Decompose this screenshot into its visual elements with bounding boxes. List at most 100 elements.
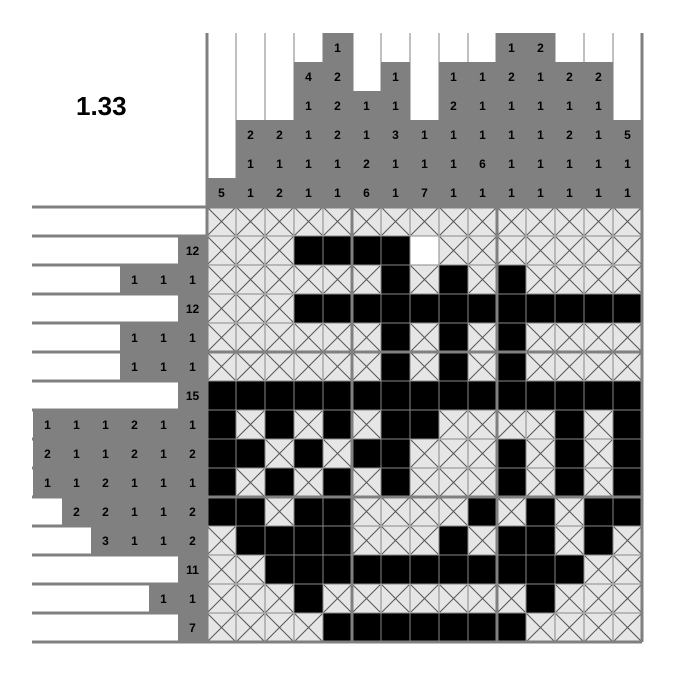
filled-cell[interactable] xyxy=(236,439,265,468)
filled-cell[interactable] xyxy=(265,555,294,584)
filled-cell[interactable] xyxy=(555,410,584,439)
filled-cell[interactable] xyxy=(497,352,526,381)
filled-cell[interactable] xyxy=(526,584,555,613)
filled-cell[interactable] xyxy=(497,555,526,584)
filled-cell[interactable] xyxy=(497,294,526,323)
filled-cell[interactable] xyxy=(294,294,323,323)
filled-cell[interactable] xyxy=(410,555,439,584)
filled-cell[interactable] xyxy=(236,526,265,555)
filled-cell[interactable] xyxy=(410,294,439,323)
filled-cell[interactable] xyxy=(468,555,497,584)
filled-cell[interactable] xyxy=(439,381,468,410)
filled-cell[interactable] xyxy=(381,265,410,294)
filled-cell[interactable] xyxy=(613,468,642,497)
filled-cell[interactable] xyxy=(439,555,468,584)
filled-cell[interactable] xyxy=(352,439,381,468)
filled-cell[interactable] xyxy=(439,265,468,294)
filled-cell[interactable] xyxy=(497,323,526,352)
filled-cell[interactable] xyxy=(236,497,265,526)
filled-cell[interactable] xyxy=(294,236,323,265)
filled-cell[interactable] xyxy=(236,381,265,410)
filled-cell[interactable] xyxy=(613,410,642,439)
filled-cell[interactable] xyxy=(323,555,352,584)
filled-cell[interactable] xyxy=(439,352,468,381)
filled-cell[interactable] xyxy=(294,381,323,410)
filled-cell[interactable] xyxy=(323,468,352,497)
filled-cell[interactable] xyxy=(468,613,497,642)
filled-cell[interactable] xyxy=(613,381,642,410)
filled-cell[interactable] xyxy=(381,613,410,642)
filled-cell[interactable] xyxy=(526,381,555,410)
filled-cell[interactable] xyxy=(468,294,497,323)
filled-cell[interactable] xyxy=(294,555,323,584)
filled-cell[interactable] xyxy=(555,555,584,584)
filled-cell[interactable] xyxy=(555,439,584,468)
filled-cell[interactable] xyxy=(526,497,555,526)
filled-cell[interactable] xyxy=(439,323,468,352)
filled-cell[interactable] xyxy=(294,497,323,526)
filled-cell[interactable] xyxy=(555,468,584,497)
filled-cell[interactable] xyxy=(526,526,555,555)
filled-cell[interactable] xyxy=(381,439,410,468)
filled-cell[interactable] xyxy=(526,294,555,323)
filled-cell[interactable] xyxy=(207,439,236,468)
filled-cell[interactable] xyxy=(584,294,613,323)
filled-cell[interactable] xyxy=(323,294,352,323)
filled-cell[interactable] xyxy=(613,439,642,468)
puzzle-grid[interactable] xyxy=(207,207,642,642)
filled-cell[interactable] xyxy=(294,584,323,613)
filled-cell[interactable] xyxy=(381,323,410,352)
filled-cell[interactable] xyxy=(323,526,352,555)
filled-cell[interactable] xyxy=(381,468,410,497)
filled-cell[interactable] xyxy=(265,381,294,410)
filled-cell[interactable] xyxy=(468,381,497,410)
filled-cell[interactable] xyxy=(613,497,642,526)
filled-cell[interactable] xyxy=(439,613,468,642)
filled-cell[interactable] xyxy=(381,381,410,410)
filled-cell[interactable] xyxy=(265,468,294,497)
filled-cell[interactable] xyxy=(381,236,410,265)
filled-cell[interactable] xyxy=(352,294,381,323)
filled-cell[interactable] xyxy=(497,526,526,555)
filled-cell[interactable] xyxy=(207,468,236,497)
filled-cell[interactable] xyxy=(584,526,613,555)
filled-cell[interactable] xyxy=(265,526,294,555)
empty-cell[interactable] xyxy=(410,236,439,265)
filled-cell[interactable] xyxy=(381,352,410,381)
filled-cell[interactable] xyxy=(526,555,555,584)
filled-cell[interactable] xyxy=(294,439,323,468)
filled-cell[interactable] xyxy=(439,526,468,555)
filled-cell[interactable] xyxy=(323,410,352,439)
filled-cell[interactable] xyxy=(410,410,439,439)
filled-cell[interactable] xyxy=(352,381,381,410)
filled-cell[interactable] xyxy=(323,236,352,265)
filled-cell[interactable] xyxy=(497,265,526,294)
filled-cell[interactable] xyxy=(207,381,236,410)
filled-cell[interactable] xyxy=(613,294,642,323)
filled-cell[interactable] xyxy=(207,497,236,526)
filled-cell[interactable] xyxy=(352,555,381,584)
filled-cell[interactable] xyxy=(410,613,439,642)
filled-cell[interactable] xyxy=(497,439,526,468)
filled-cell[interactable] xyxy=(439,294,468,323)
filled-cell[interactable] xyxy=(352,613,381,642)
filled-cell[interactable] xyxy=(381,555,410,584)
filled-cell[interactable] xyxy=(352,236,381,265)
filled-cell[interactable] xyxy=(294,526,323,555)
filled-cell[interactable] xyxy=(497,468,526,497)
filled-cell[interactable] xyxy=(555,294,584,323)
filled-cell[interactable] xyxy=(265,410,294,439)
filled-cell[interactable] xyxy=(584,381,613,410)
filled-cell[interactable] xyxy=(497,381,526,410)
filled-cell[interactable] xyxy=(497,613,526,642)
filled-cell[interactable] xyxy=(323,497,352,526)
filled-cell[interactable] xyxy=(410,381,439,410)
filled-cell[interactable] xyxy=(323,613,352,642)
filled-cell[interactable] xyxy=(584,497,613,526)
filled-cell[interactable] xyxy=(323,381,352,410)
filled-cell[interactable] xyxy=(207,410,236,439)
filled-cell[interactable] xyxy=(555,381,584,410)
filled-cell[interactable] xyxy=(381,294,410,323)
filled-cell[interactable] xyxy=(468,497,497,526)
filled-cell[interactable] xyxy=(381,410,410,439)
